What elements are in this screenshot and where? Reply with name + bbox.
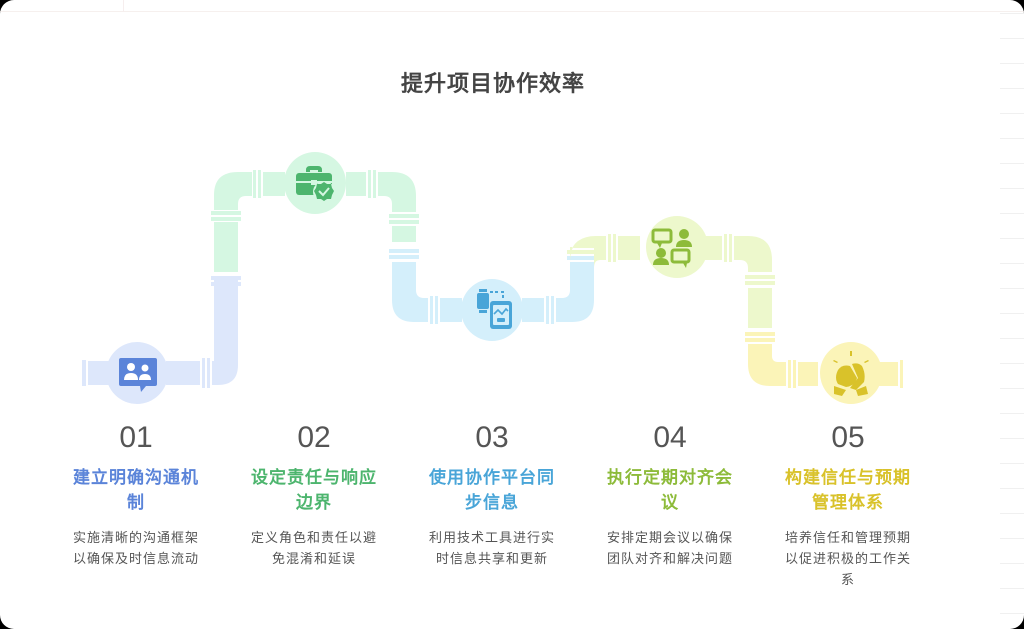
step-heading: 构建信任与预期 管理体系 (785, 468, 911, 513)
step-05: 05 构建信任与预期 管理体系 培养信任和管理预期 以促进积极的工作关 系 (760, 420, 936, 591)
step-number: 05 (831, 421, 865, 454)
step-heading: 执行定期对齐会 议 (607, 468, 733, 513)
meeting-chat-icon (651, 228, 692, 268)
pipe-segment-1 (82, 276, 241, 404)
step-number: 04 (653, 421, 687, 454)
step-description: 培养信任和管理预期 以促进积极的工作关 系 (784, 531, 911, 588)
step-number: 02 (297, 421, 331, 454)
step-number: 03 (475, 421, 509, 454)
top-tick (123, 0, 124, 12)
top-divider (0, 11, 1024, 12)
step-03: 03 使用协作平台同 步信息 利用技术工具进行实 时信息共享和更新 (404, 420, 580, 570)
step-description: 实施清晰的沟通框架 以确保及时信息流动 (72, 531, 199, 567)
device-sync-icon (477, 289, 512, 329)
step-04: 04 执行定期对齐会 议 安排定期会议以确保 团队对齐和解决问题 (582, 420, 758, 570)
step-heading: 使用协作平台同 步信息 (429, 468, 555, 513)
step-01: 01 建立明确沟通机 制 实施清晰的沟通框架 以确保及时信息流动 (48, 420, 224, 570)
step-description: 利用技术工具进行实 时信息共享和更新 (428, 531, 555, 567)
side-ruler (1000, 12, 1024, 629)
step-heading: 建立明确沟通机 制 (73, 468, 199, 513)
page-title: 提升项目协作效率 (400, 72, 585, 97)
step-number: 01 (119, 421, 153, 454)
pipe-segment-5 (745, 332, 903, 404)
handshake-icon (833, 351, 869, 396)
chat-users-icon (119, 358, 157, 392)
step-description: 定义角色和责任以避 免混淆和延误 (250, 531, 377, 567)
step-heading: 设定责任与响应 边界 (251, 468, 377, 513)
step-description: 安排定期会议以确保 团队对齐和解决问题 (606, 531, 733, 567)
briefcase-check-icon (296, 166, 335, 203)
pipeline-graphic (82, 152, 903, 404)
step-02: 02 设定责任与响应 边界 定义角色和责任以避 免混淆和延误 (226, 420, 402, 570)
